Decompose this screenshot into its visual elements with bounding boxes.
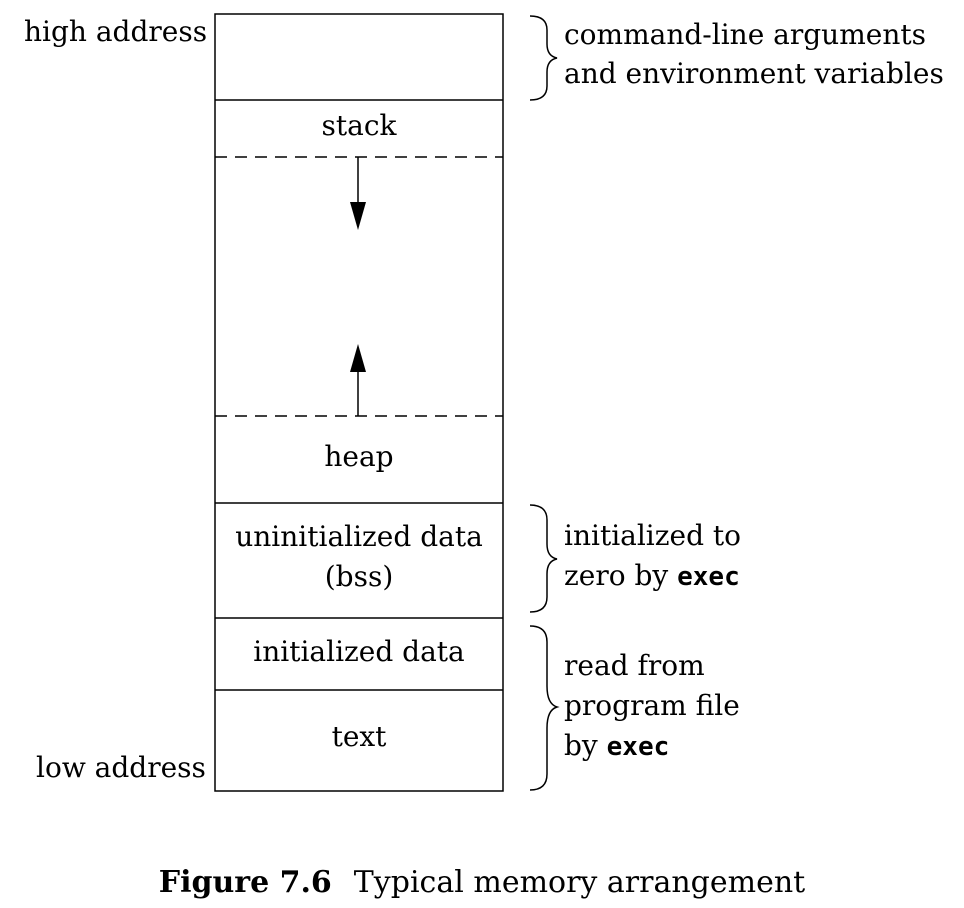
- annotation-file-line2: program file: [564, 689, 740, 722]
- segment-initialized-data: initialized data: [253, 635, 465, 668]
- segment-bss-line1: uninitialized data: [235, 520, 483, 553]
- high-address-label: high address: [24, 15, 208, 48]
- exec-code: exec: [677, 562, 740, 592]
- figure-title: Typical memory arrangement: [353, 865, 806, 900]
- annotation-file-line3: by exec: [564, 728, 669, 765]
- segment-stack: stack: [321, 109, 397, 142]
- annotation-bss-line2: zero by exec: [564, 558, 740, 595]
- brace-args: [529, 15, 558, 101]
- segment-bss-line2: (bss): [324, 560, 394, 593]
- segment-text: text: [331, 720, 387, 753]
- figure-number: Figure 7.6: [158, 865, 332, 900]
- annotation-bss-line1: initialized to: [564, 519, 742, 552]
- annotation-file-line1: read from: [564, 649, 705, 682]
- stack-growth-arrow: [350, 157, 366, 230]
- annotation-args-line2: and environment variables: [564, 57, 944, 90]
- heap-growth-arrow: [350, 344, 366, 416]
- figure-caption: Figure 7.6 Typical memory arrangement: [0, 864, 964, 902]
- annotation-args-line1: command-line arguments: [564, 18, 926, 51]
- brace-bss: [529, 504, 558, 613]
- annotation-bss-prefix: zero by: [564, 559, 678, 592]
- brace-file: [529, 625, 560, 791]
- annotation-file-prefix: by: [564, 729, 607, 762]
- memory-column: [214, 13, 504, 792]
- low-address-label: low address: [36, 751, 206, 784]
- exec-code: exec: [606, 732, 670, 762]
- segment-heap: heap: [324, 440, 394, 473]
